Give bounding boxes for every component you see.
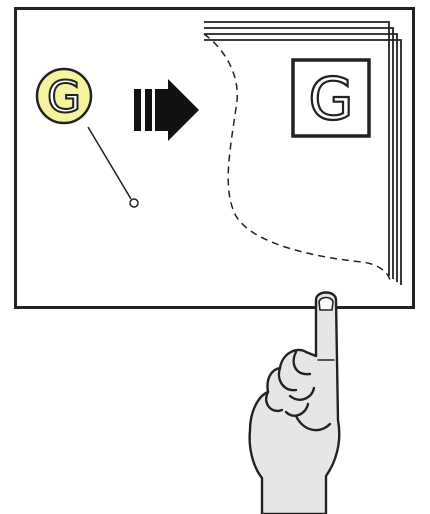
pointing-finger-hand-icon — [250, 293, 340, 514]
g-badge-letter: G — [47, 72, 81, 123]
display-panel — [16, 9, 414, 308]
framed-g-box: G — [293, 60, 369, 136]
leader-dot — [130, 199, 138, 207]
g-badge: G — [37, 69, 91, 123]
framed-g-letter: G — [309, 65, 354, 133]
